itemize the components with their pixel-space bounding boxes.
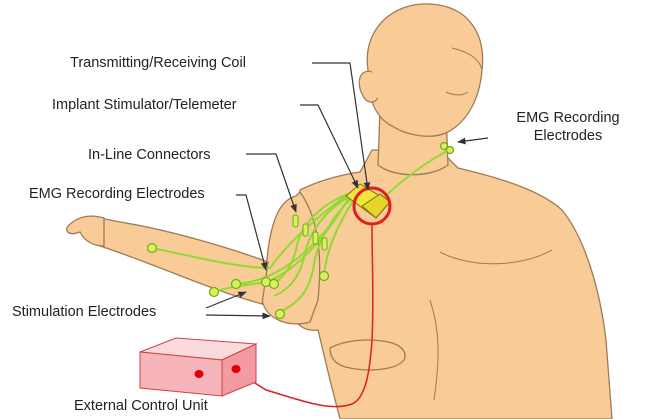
forearm-shape: [100, 218, 268, 304]
label-stimulation: Stimulation Electrodes: [12, 303, 156, 321]
electrode-neck-2: [447, 147, 454, 154]
hand-shape: [67, 216, 104, 246]
electrode-elbow-2: [270, 280, 279, 289]
torso-shape: [294, 150, 612, 419]
label-emg-left: EMG Recording Electrodes: [29, 185, 205, 203]
electrode-arm-1: [276, 310, 285, 319]
label-implant-stimulator: Implant Stimulator/Telemeter: [52, 96, 237, 114]
external-control-unit: [140, 338, 256, 396]
control-button-1: [195, 370, 204, 378]
label-external-control: External Control Unit: [74, 397, 208, 415]
electrode-forearm-1: [210, 288, 219, 297]
right-hand-shape: [330, 340, 405, 370]
electrode-arm-2: [320, 272, 329, 281]
label-emg-right-line2: Electrodes: [498, 127, 638, 145]
electrode-hand: [148, 244, 157, 253]
head-shape: [367, 4, 482, 136]
label-emg-right-line1: EMG Recording: [498, 109, 638, 127]
label-emg-right: EMG Recording Electrodes: [498, 109, 638, 145]
control-button-2: [232, 365, 241, 373]
electrode-forearm-2: [232, 280, 241, 289]
label-inline-connectors: In-Line Connectors: [88, 146, 211, 164]
upper-arm-shape: [262, 192, 320, 324]
label-transmitting-coil: Transmitting/Receiving Coil: [70, 54, 246, 72]
